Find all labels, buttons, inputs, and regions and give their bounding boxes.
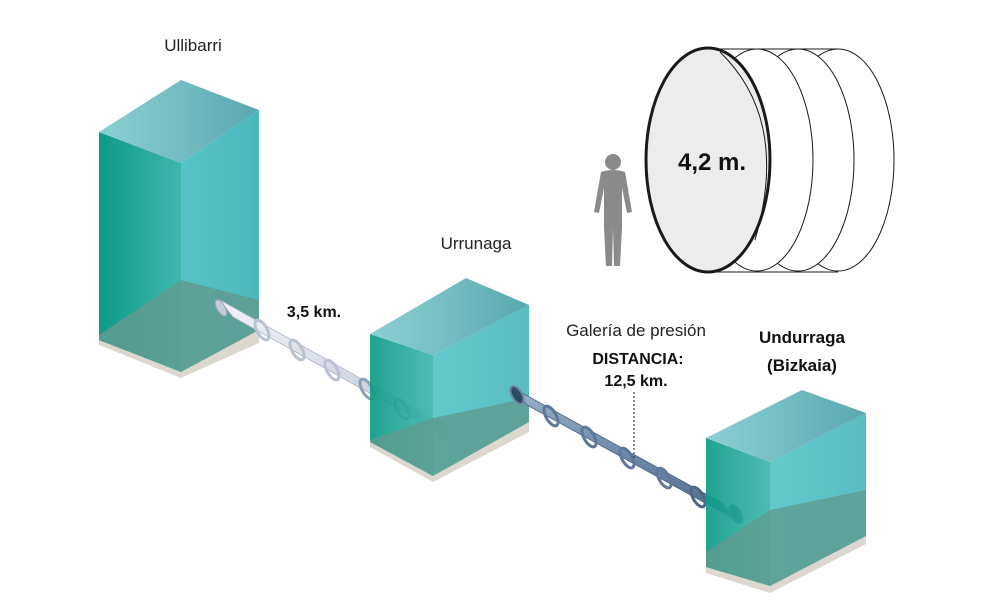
distance-label: DISTANCIA: bbox=[592, 351, 683, 368]
undurraga-reservoir bbox=[706, 390, 866, 593]
undurraga-region-label: (Bizkaia) bbox=[767, 356, 837, 375]
distance-value: 12,5 km. bbox=[604, 373, 667, 390]
ullibarri-label: Ullibarri bbox=[164, 36, 222, 55]
diameter-label: 4,2 m. bbox=[678, 149, 746, 176]
person-silhouette-icon bbox=[594, 154, 632, 266]
tunnel1-length-label: 3,5 km. bbox=[287, 304, 341, 321]
urrunaga-reservoir bbox=[370, 278, 529, 482]
tunnel-cross-section bbox=[644, 46, 895, 274]
ullibarri-reservoir bbox=[99, 80, 259, 378]
undurraga-label: Undurraga bbox=[759, 328, 846, 347]
urrunaga-label: Urrunaga bbox=[441, 234, 512, 253]
pressure-gallery-title: Galería de presión bbox=[566, 321, 706, 340]
